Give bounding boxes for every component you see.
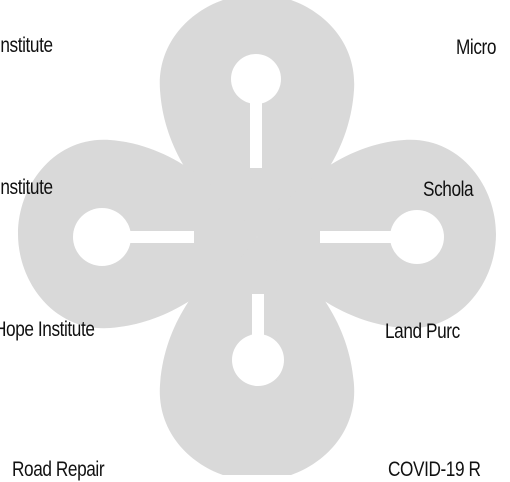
label-left-1: Institute (0, 34, 53, 57)
label-left-3: Hope Institute (0, 318, 95, 341)
keyhole-right (320, 210, 444, 264)
label-right-2: Schola (423, 178, 474, 201)
label-left-2: Institute (0, 176, 53, 199)
label-right-3: Land Purc (385, 320, 460, 343)
label-right-1: Micro (456, 36, 497, 59)
keyhole-top (231, 54, 281, 168)
label-left-4: Road Repair (12, 458, 105, 481)
keyhole-bottom (232, 294, 284, 386)
keyhole-left (73, 208, 194, 266)
label-right-4: COVID-19 R (388, 458, 481, 481)
